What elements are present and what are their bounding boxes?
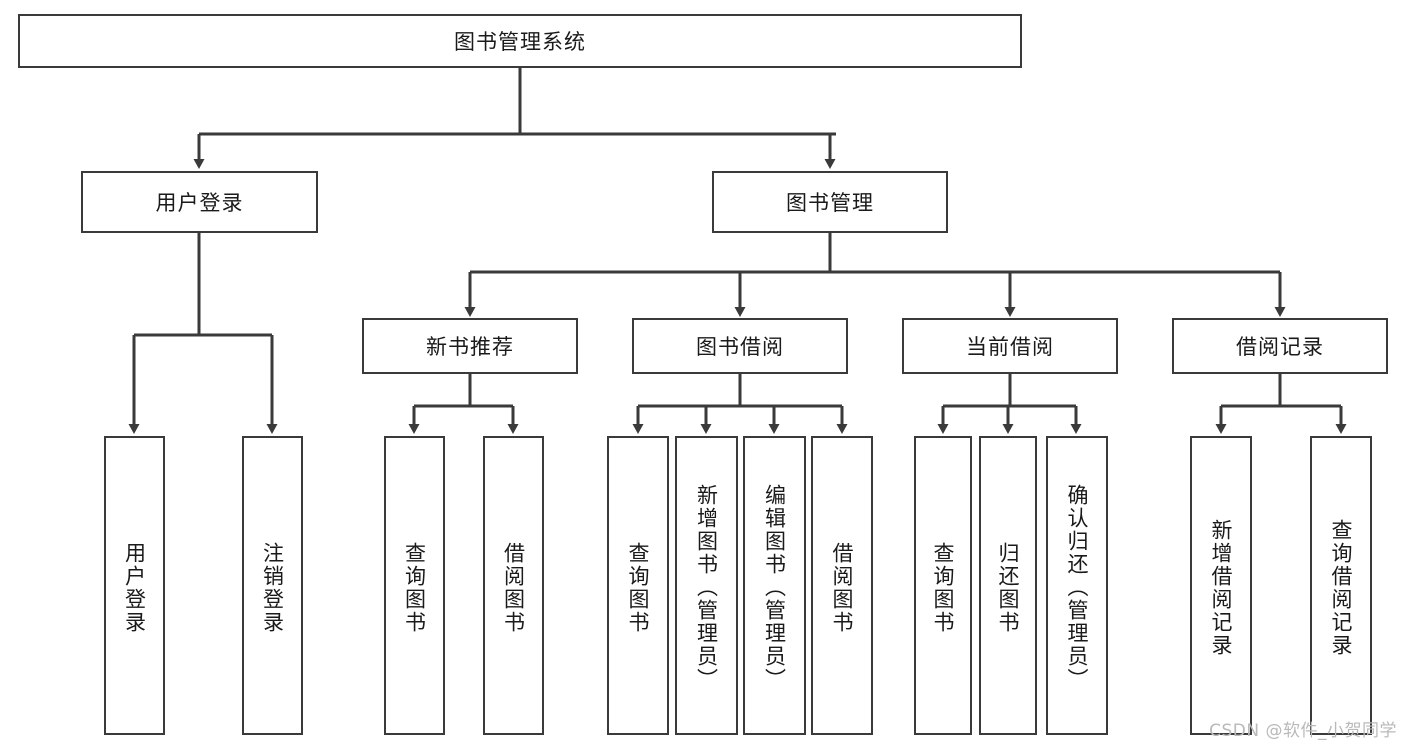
node-label: 查询借阅记录 bbox=[1329, 518, 1354, 657]
node-label: 图书借阅 bbox=[696, 335, 784, 359]
leaf-borrow-record-add[interactable]: 新增借阅记录 bbox=[1190, 436, 1252, 735]
node-current-borrow[interactable]: 当前借阅 bbox=[902, 318, 1118, 374]
node-borrow-record[interactable]: 借阅记录 bbox=[1172, 318, 1388, 374]
leaf-borrow-record-query[interactable]: 查询借阅记录 bbox=[1310, 436, 1372, 735]
node-label: 图书管理 bbox=[786, 191, 874, 215]
node-label: 借阅图书 bbox=[501, 541, 526, 634]
node-label: 编辑图书（管理员） bbox=[762, 484, 787, 691]
node-label: 查询图书 bbox=[626, 541, 651, 634]
node-label: 借阅记录 bbox=[1236, 335, 1324, 359]
node-label: 归还图书 bbox=[996, 541, 1021, 634]
leaf-new-book-borrow[interactable]: 借阅图书 bbox=[483, 436, 544, 735]
node-root-book-management-system[interactable]: 图书管理系统 bbox=[18, 14, 1022, 68]
node-label: 新增借阅记录 bbox=[1209, 518, 1234, 657]
node-label: 新书推荐 bbox=[426, 335, 514, 359]
leaf-user-login-login[interactable]: 用户登录 bbox=[104, 436, 165, 735]
leaf-user-login-logout[interactable]: 注销登录 bbox=[242, 436, 303, 735]
node-label: 查询图书 bbox=[931, 541, 956, 634]
leaf-current-borrow-return[interactable]: 归还图书 bbox=[979, 436, 1037, 735]
leaf-current-borrow-query[interactable]: 查询图书 bbox=[914, 436, 972, 735]
node-book-management[interactable]: 图书管理 bbox=[712, 171, 948, 233]
node-book-borrow[interactable]: 图书借阅 bbox=[632, 318, 848, 374]
node-label: 当前借阅 bbox=[966, 335, 1054, 359]
leaf-book-borrow-add[interactable]: 新增图书（管理员） bbox=[675, 436, 738, 735]
node-label: 图书管理系统 bbox=[454, 30, 586, 54]
node-label: 借阅图书 bbox=[830, 541, 855, 634]
leaf-current-borrow-confirm-return[interactable]: 确认归还（管理员） bbox=[1046, 436, 1108, 735]
csdn-watermark: CSDN @软件_小贺同学 bbox=[1209, 721, 1397, 741]
node-user-login[interactable]: 用户登录 bbox=[81, 171, 318, 233]
node-label: 新增图书（管理员） bbox=[694, 484, 719, 691]
node-label: 用户登录 bbox=[155, 191, 244, 215]
node-label: 确认归还（管理员） bbox=[1065, 484, 1090, 691]
node-label: 查询图书 bbox=[402, 541, 427, 634]
leaf-book-borrow-query[interactable]: 查询图书 bbox=[607, 436, 669, 735]
leaf-new-book-query[interactable]: 查询图书 bbox=[384, 436, 445, 735]
node-new-book-recommend[interactable]: 新书推荐 bbox=[362, 318, 578, 374]
node-label: 注销登录 bbox=[260, 541, 285, 634]
leaf-book-borrow-edit[interactable]: 编辑图书（管理员） bbox=[743, 436, 806, 735]
node-label: 用户登录 bbox=[122, 541, 147, 634]
leaf-book-borrow-borrow[interactable]: 借阅图书 bbox=[811, 436, 873, 735]
